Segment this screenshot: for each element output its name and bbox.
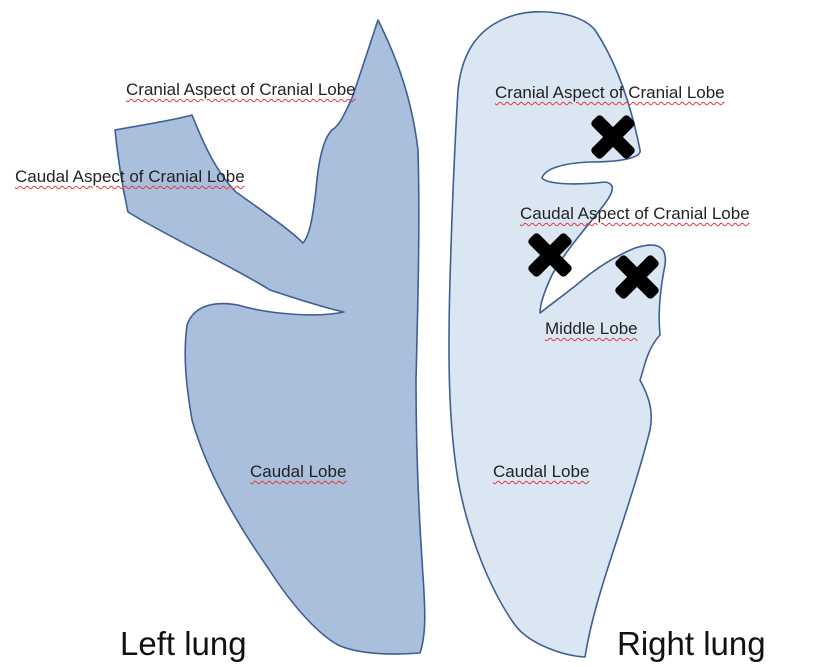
left-lung-caption: Left lung xyxy=(120,625,247,663)
right-lung-caption: Right lung xyxy=(617,625,766,663)
right-middle-lobe-label: Middle Lobe xyxy=(545,319,638,339)
left-caudal-lobe-label: Caudal Lobe xyxy=(250,462,346,482)
right-caudal-lobe-label: Caudal Lobe xyxy=(493,462,589,482)
left-lung-shape xyxy=(115,20,425,654)
left-cranial-aspect-label: Cranial Aspect of Cranial Lobe xyxy=(126,80,356,100)
right-caudal-aspect-label: Caudal Aspect of Cranial Lobe xyxy=(520,204,750,224)
right-cranial-aspect-label: Cranial Aspect of Cranial Lobe xyxy=(495,83,725,103)
left-caudal-aspect-label: Caudal Aspect of Cranial Lobe xyxy=(15,167,245,187)
